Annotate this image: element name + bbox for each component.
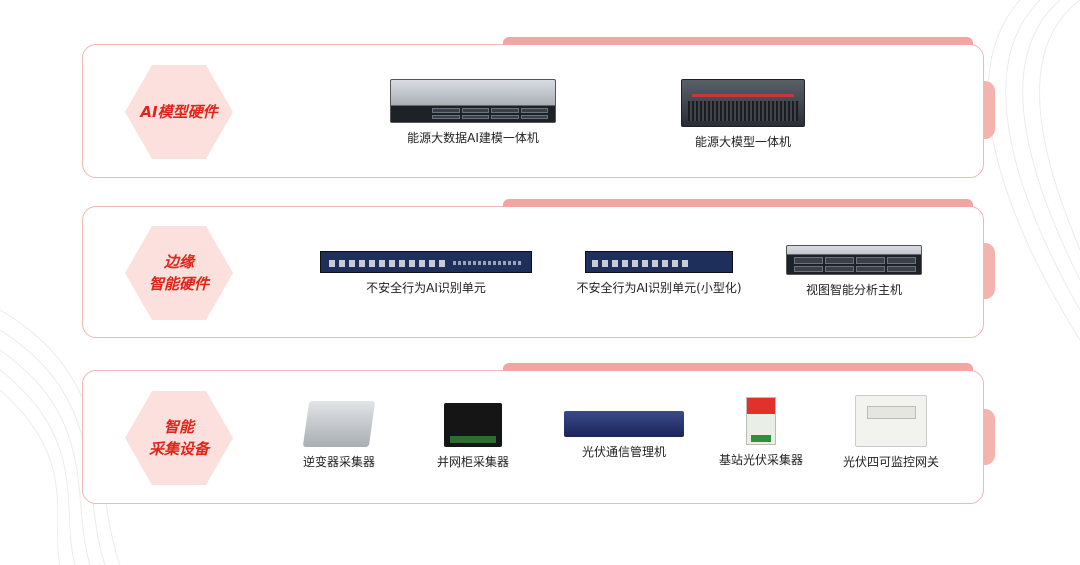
product-label: 逆变器采集器 [302,455,375,469]
section-title: 智能 采集设备 [148,418,209,458]
section-ai-model-hardware: AI模型硬件 能源大数据AI建模一体机 能源大模型一体机 [82,37,995,178]
edge-unit-icon [320,251,532,273]
product-label: 并网柜采集器 [436,455,509,469]
product-item[interactable]: 能源大模型一体机 [673,79,813,150]
product-label: 光伏四可监控网关 [842,455,939,469]
section-title-hexagon: AI模型硬件 [125,65,233,159]
product-label: 视图智能分析主机 [805,283,902,297]
panel-side-decoration [983,81,995,139]
product-item[interactable]: 基站光伏采集器 [711,397,811,468]
grid-cabinet-collector-icon [444,403,502,447]
section-edge-smart-hardware: 边缘 智能硬件 不安全行为AI识别单元 不安全行为AI识别单元(小型化) 视图智… [82,199,995,338]
product-item[interactable]: 不安全行为AI识别单元 [311,251,541,296]
product-item[interactable]: 光伏四可监控网关 [831,395,951,470]
edge-unit-small-icon [585,251,733,273]
product-item[interactable]: 视图智能分析主机 [779,245,929,298]
product-item[interactable]: 光伏通信管理机 [559,411,689,460]
section-title-hexagon: 智能 采集设备 [125,391,233,485]
pv-comm-manager-icon [564,411,684,437]
rack-server-icon [390,79,556,123]
panel-side-decoration [983,409,995,465]
product-label: 能源大数据AI建模一体机 [407,131,539,145]
product-item[interactable]: 不安全行为AI识别单元(小型化) [559,251,759,296]
pv-gateway-icon [855,395,927,447]
product-label: 不安全行为AI识别单元(小型化) [576,281,742,295]
product-item[interactable]: 能源大数据AI建模一体机 [383,79,563,146]
section-smart-collection-devices: 智能 采集设备 逆变器采集器 并网柜采集器 光伏通信管理机 基站光伏采集器 光伏… [82,363,995,504]
base-station-collector-icon [746,397,776,445]
panel-tab-decoration [503,199,973,207]
inverter-collector-icon [302,401,376,447]
product-item[interactable]: 逆变器采集器 [289,401,389,470]
product-label: 能源大模型一体机 [694,135,791,149]
section-title: 边缘 智能硬件 [148,253,209,293]
panel-tab-decoration [503,37,973,45]
product-label: 不安全行为AI识别单元 [366,281,486,295]
product-label: 光伏通信管理机 [581,445,666,459]
analysis-server-icon [786,245,922,275]
dark-server-icon [681,79,805,127]
panel-tab-decoration [503,363,973,371]
panel-side-decoration [983,243,995,299]
product-label: 基站光伏采集器 [718,453,803,467]
section-title: AI模型硬件 [140,103,218,121]
product-item[interactable]: 并网柜采集器 [423,403,523,470]
section-title-hexagon: 边缘 智能硬件 [125,226,233,320]
